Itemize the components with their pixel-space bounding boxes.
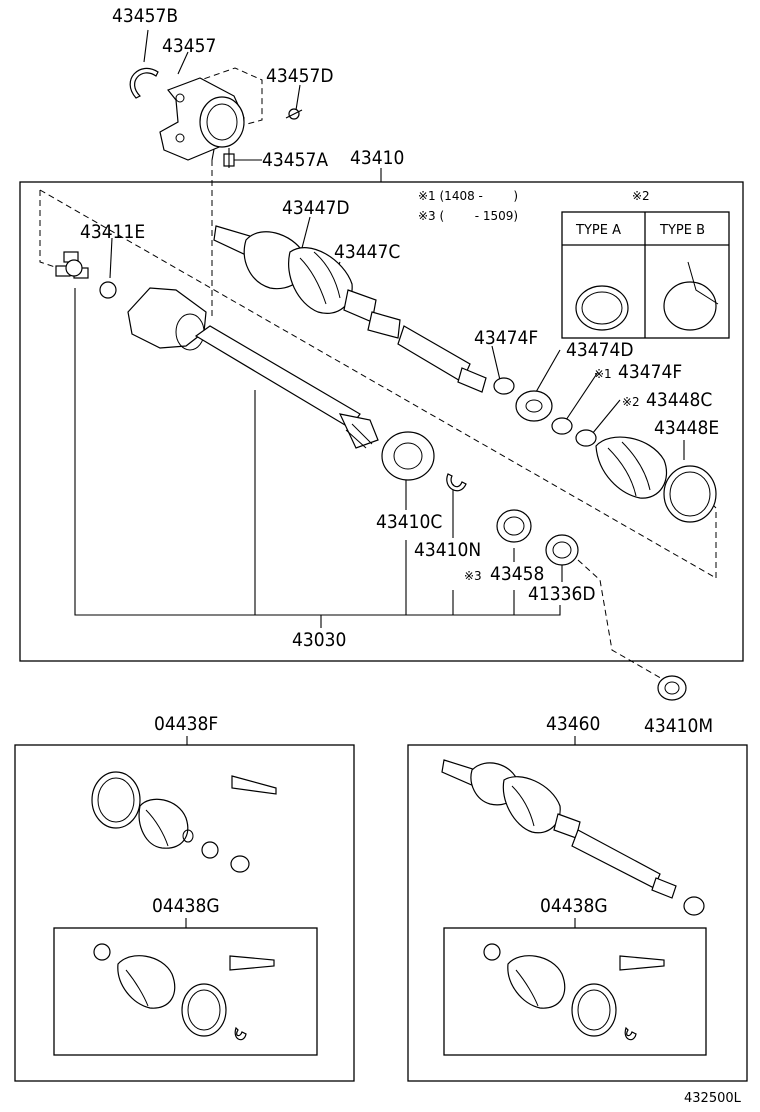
clamp-43474F [493,377,515,395]
bolt-43457D [285,108,303,120]
label-43474F: 43474F [474,327,538,349]
bearing-43410C [381,431,435,481]
label-43457B: 43457B [112,5,178,27]
note-1: ※1 (1408 - ) [418,189,518,203]
label-04438F: 04438F [154,713,218,735]
snap-ring-43410N [446,473,467,492]
label-04438G-right: 04438G [540,895,608,917]
seal-41336D [545,534,579,566]
boot-kit-inner-box-right [443,927,707,1056]
clamp-type-b [663,261,719,331]
label-43474F-2: 43474F [618,361,682,383]
joint-43474D [515,390,553,422]
label-43457: 43457 [162,35,216,57]
inner-joint-shaft [127,287,379,449]
clamp-43448C [575,429,597,447]
boot-kit-inner-box-left [53,927,318,1056]
label-41336D: 41336D [528,583,596,605]
label-43460: 43460 [546,713,600,735]
bearing-bracket-43457 [159,77,245,161]
boot-kit-box-left [14,744,355,1082]
clamp-type-a [575,285,629,331]
boot-kit-left-parts [91,771,277,1041]
label-43030: 43030 [292,629,346,651]
bolt-43457A [223,148,235,168]
label-04438G-left: 04438G [152,895,220,917]
mark-2: ※2 [622,395,640,409]
label-43458: 43458 [490,563,544,585]
leader-lines [74,29,685,928]
label-43447D: 43447D [282,197,350,219]
clamp-43474F-2 [551,417,573,435]
label-43457D: 43457D [266,65,334,87]
label-43448E: 43448E [654,417,719,439]
label-43410M: 43410M [644,715,713,737]
seal-43458 [496,509,532,543]
type-b-label: TYPE B [659,223,705,238]
label-43457A: 43457A [262,149,328,171]
label-43474D: 43474D [566,339,634,361]
dashed-guides [39,67,717,681]
snap-ring-43457B [129,67,159,99]
diagram-code: 432500L [684,1091,742,1106]
note-3: ※3 ( - 1509) [418,209,518,223]
outer-joint-boot-43447 [213,225,487,393]
boot-kit-box-right [407,744,748,1082]
label-43447C: 43447C [334,241,400,263]
note-mark-2: ※2 [632,189,650,203]
type-a-label: TYPE A [575,223,621,238]
seal-43410M [657,675,687,701]
mark-3: ※3 [464,569,482,583]
label-43410: 43410 [350,147,404,169]
mark-1: ※1 [594,367,612,381]
snap-ring-small [99,281,117,299]
boot-43448E [595,436,717,523]
label-43410N: 43410N [414,539,481,561]
label-43411E: 43411E [80,221,145,243]
label-43448C: 43448C [646,389,712,411]
boot-kit-right-parts [441,759,705,1041]
tripod-joint-43411E [55,251,89,279]
label-43410C: 43410C [376,511,442,533]
